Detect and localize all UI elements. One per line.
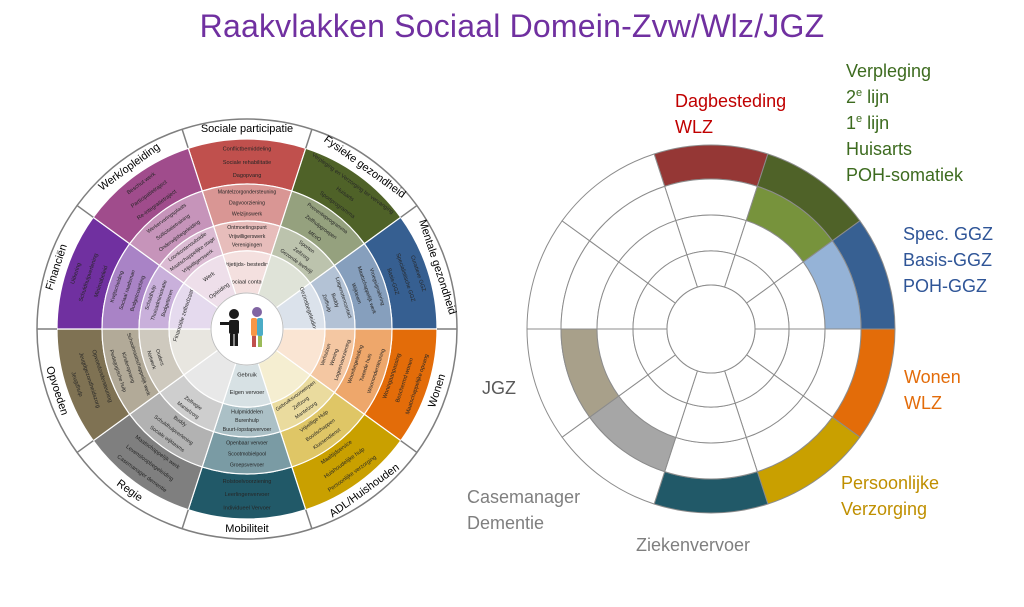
left-sector-item: Hulpmiddelen bbox=[231, 409, 263, 415]
left-sector-item: Conflictbemiddeling bbox=[223, 147, 272, 153]
left-sector-item: Mantelzorgondersteuning bbox=[218, 190, 277, 196]
left-sector-item: Buddy bbox=[329, 293, 339, 309]
left-sector-divider bbox=[181, 509, 190, 529]
right-wheel-segment bbox=[664, 436, 758, 480]
left-sector-item: Vrijwilligerswerk bbox=[229, 234, 266, 240]
left-sector-item: Scootmobielpool bbox=[228, 451, 266, 457]
left-sector-item: Gebruik bbox=[237, 373, 257, 379]
left-sector-divider bbox=[76, 440, 94, 454]
left-sector-item: Woning bbox=[329, 348, 340, 367]
left-sector-item: Vrijetijds- besteding bbox=[223, 262, 272, 268]
left-sector-divider bbox=[400, 440, 418, 454]
people-figures-icon bbox=[220, 307, 263, 347]
right-wheel-segment bbox=[675, 402, 747, 444]
label-persoonlijke-verzorging: Persoonlijke Verzorging bbox=[841, 473, 940, 519]
left-sector-item: Individueel Vervoer bbox=[223, 505, 271, 511]
left-sector-item: Dagopvang bbox=[233, 173, 262, 179]
label-wonen: Wonen WLZ bbox=[904, 367, 961, 413]
left-sector-item: Groepsvervoer bbox=[230, 462, 265, 468]
left-sector-item: Ouders bbox=[154, 348, 165, 366]
label-ggz: Spec. GGZ Basis-GGZ POH-GGZ bbox=[903, 224, 994, 296]
left-sector-divider bbox=[304, 129, 313, 149]
right-wheel-segment bbox=[675, 214, 747, 256]
left-sector-item: Verenigingen bbox=[232, 243, 262, 249]
left-sector-item: Netwerk bbox=[145, 350, 157, 370]
left-sector: Mobiliteit Individueel Vervoer Leerlingenv… bbox=[187, 362, 313, 535]
left-sector-divider bbox=[181, 129, 190, 149]
right-wheel bbox=[526, 144, 896, 514]
left-wheel-center bbox=[210, 292, 284, 366]
label-ziekenvervoer: Ziekenvervoer bbox=[636, 535, 751, 555]
left-sector-item: Buurt-/opstapvervoer bbox=[223, 427, 272, 433]
left-sector-item: Burenhulp bbox=[235, 418, 259, 424]
left-wheel: Sociale participatieConflictbemiddelingS… bbox=[36, 118, 458, 540]
left-sector-item: Sociale rehabilitatie bbox=[223, 160, 272, 166]
left-sector-item: Zelfhulp bbox=[321, 294, 332, 314]
label-jgz: JGZ bbox=[482, 378, 516, 398]
label-dagbesteding: Dagbesteding WLZ bbox=[675, 91, 787, 137]
left-sector-item: Dagvoorziening bbox=[229, 201, 265, 207]
right-wheel-center bbox=[666, 284, 756, 374]
page-title: Raakvlakken Sociaal Domein-Zvw/Wlz/JGZ bbox=[199, 8, 825, 44]
left-sector-item: Eigen vervoer bbox=[230, 390, 265, 396]
left-sector-item: Sociaal contact bbox=[228, 280, 266, 286]
left-sector-divider bbox=[76, 204, 94, 218]
left-sector-item: Welzijnswerk bbox=[232, 211, 263, 217]
right-wheel-segment bbox=[664, 178, 758, 222]
left-sector-item: Openbaar vervoer bbox=[226, 441, 268, 447]
left-sector-item: Leerlingenvervoer bbox=[225, 492, 270, 498]
label-verpleging: Verpleging 2e lijn 1e lijn Huisarts POH-… bbox=[846, 61, 964, 185]
label-casemanager: Casemanager Dementie bbox=[467, 487, 581, 533]
left-sector-item: Rolstoelvoorziening bbox=[223, 479, 272, 485]
left-sector-name: Mobiliteit bbox=[225, 523, 268, 535]
left-sector-name: Sociale participatie bbox=[201, 123, 293, 135]
left-sector-divider bbox=[400, 204, 418, 218]
left-sector: Sociale participatieConflictbemiddelingS… bbox=[181, 123, 307, 296]
left-sector-divider bbox=[304, 509, 313, 529]
left-sector-item: Ontmoetingspunt bbox=[227, 225, 267, 231]
